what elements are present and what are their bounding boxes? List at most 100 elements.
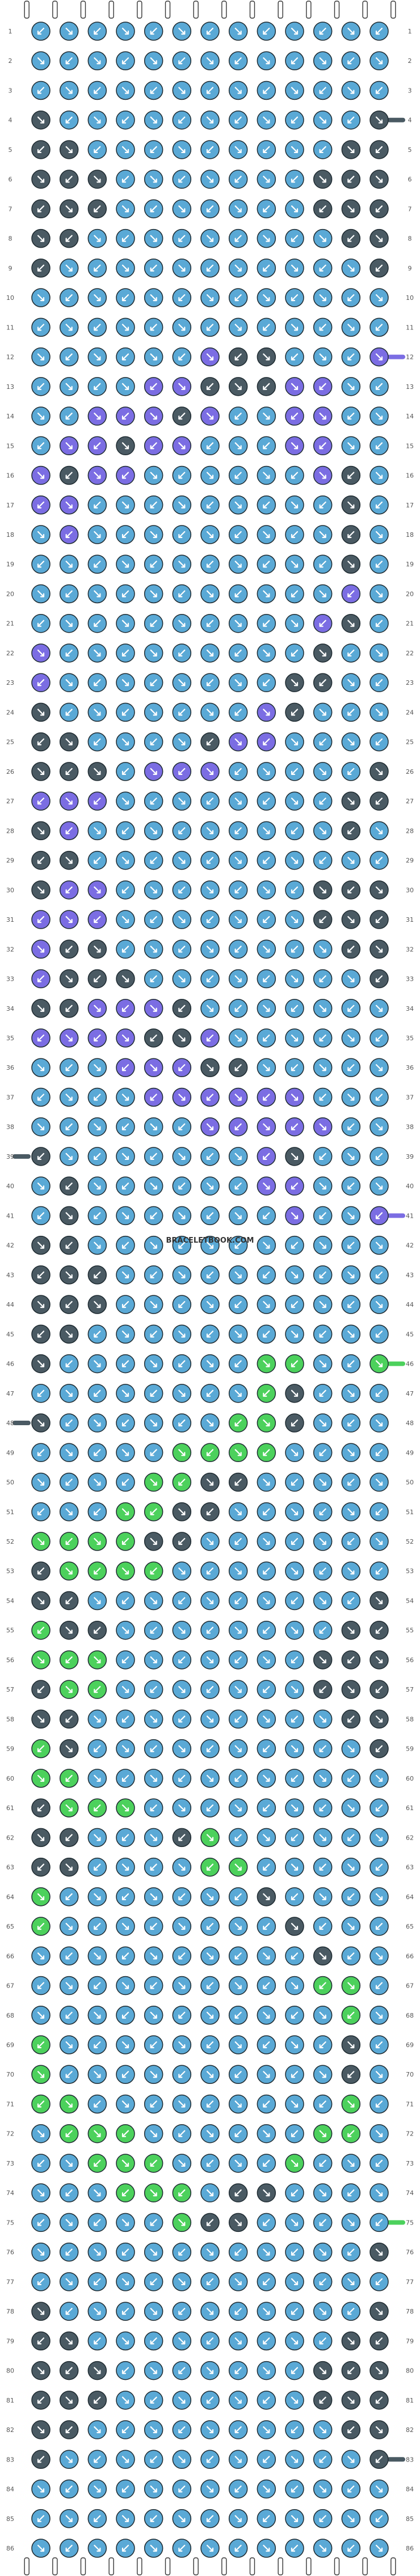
knot-arrow-icon [178,1952,186,1960]
knot-arrow-icon [121,1626,129,1634]
knot-arrow-icon [234,2456,242,2463]
knot-arrow-icon [121,1123,129,1130]
knot-arrow-icon [150,1537,157,1545]
knot-arrow-icon [375,412,383,420]
knot-arrow-icon [319,1952,326,1960]
knot [200,2361,220,2380]
knot [200,1739,220,1759]
knot [200,2006,220,2025]
knot-arrow-icon [65,1389,73,1397]
knot-arrow-icon [319,738,326,745]
knot-arrow-icon [347,561,355,568]
knot [257,80,276,100]
knot-arrow-icon [121,146,129,154]
knot [31,259,51,278]
knot [257,1147,276,1166]
row-label-left: 86 [6,2545,14,2552]
knot-arrow-icon [234,1389,242,1397]
knot-arrow-icon [347,590,355,598]
knot-arrow-icon [347,27,355,35]
knot [144,288,163,307]
knot-arrow-icon [178,2011,186,2019]
knot-arrow-icon [206,857,214,864]
knot [200,2450,220,2469]
knot [228,199,248,219]
knot [200,2509,220,2528]
knot-arrow-icon [263,2367,270,2374]
knot-arrow-icon [375,353,383,361]
knot [369,554,389,574]
knot-arrow-icon [121,1567,129,1575]
knot [116,2450,135,2469]
knot-arrow-icon [65,383,73,390]
knot-arrow-icon [375,1982,383,1989]
row-label-left: 46 [6,1361,14,1368]
knot-arrow-icon [65,2189,73,2197]
knot [341,2302,361,2321]
knot [285,2302,304,2321]
knot-arrow-icon [37,1952,45,1960]
knot-arrow-icon [347,2544,355,2552]
knot-arrow-icon [347,1064,355,1071]
knot-arrow-icon [94,27,101,35]
knot-arrow-icon [291,1626,299,1634]
knot [31,2539,51,2558]
knot [228,1324,248,1344]
knot [200,1709,220,1729]
knot-arrow-icon [150,2396,157,2404]
knot [200,1206,220,1226]
knot [285,2479,304,2499]
knot [369,643,389,663]
knot [369,1354,389,1374]
knot [313,762,333,781]
knot-arrow-icon [121,1537,129,1545]
knot [31,170,51,189]
knot-arrow-icon [263,1715,270,1723]
knot [369,1117,389,1137]
knot [313,1561,333,1581]
knot [369,80,389,100]
knot-arrow-icon [37,768,45,775]
knot-arrow-icon [65,1212,73,1219]
knot [31,821,51,841]
knot-arrow-icon [375,1626,383,1634]
knot [59,2391,79,2410]
knot-arrow-icon [37,412,45,420]
knot [369,2094,389,2114]
knot-arrow-icon [206,798,214,805]
knot [200,2065,220,2084]
knot [144,1176,163,1196]
knot [313,317,333,337]
knot [31,1769,51,1788]
knot [285,1828,304,1848]
knot [285,554,304,574]
knot [228,2302,248,2321]
knot-arrow-icon [263,2130,270,2137]
knot [228,732,248,752]
row-label-left: 20 [6,590,14,598]
row-label-right: 82 [406,2426,414,2434]
knot-arrow-icon [178,531,186,539]
knot [172,1324,192,1344]
knot-arrow-icon [291,294,299,302]
knot [285,1798,304,1817]
knot-arrow-icon [37,205,45,213]
knot [172,673,192,692]
knot [228,2361,248,2380]
knot-arrow-icon [319,1626,326,1634]
row-label-left: 57 [6,1686,14,1693]
knot [87,170,107,189]
knot [59,1324,79,1344]
knot [369,613,389,633]
knot [285,317,304,337]
knot [313,2302,333,2321]
knot [285,1324,304,1344]
knot-arrow-icon [263,2308,270,2315]
knot-arrow-icon [65,886,73,893]
knot [200,673,220,692]
knot [31,2213,51,2232]
knot-arrow-icon [206,679,214,687]
knot-arrow-icon [94,1656,101,1664]
knot [59,228,79,248]
